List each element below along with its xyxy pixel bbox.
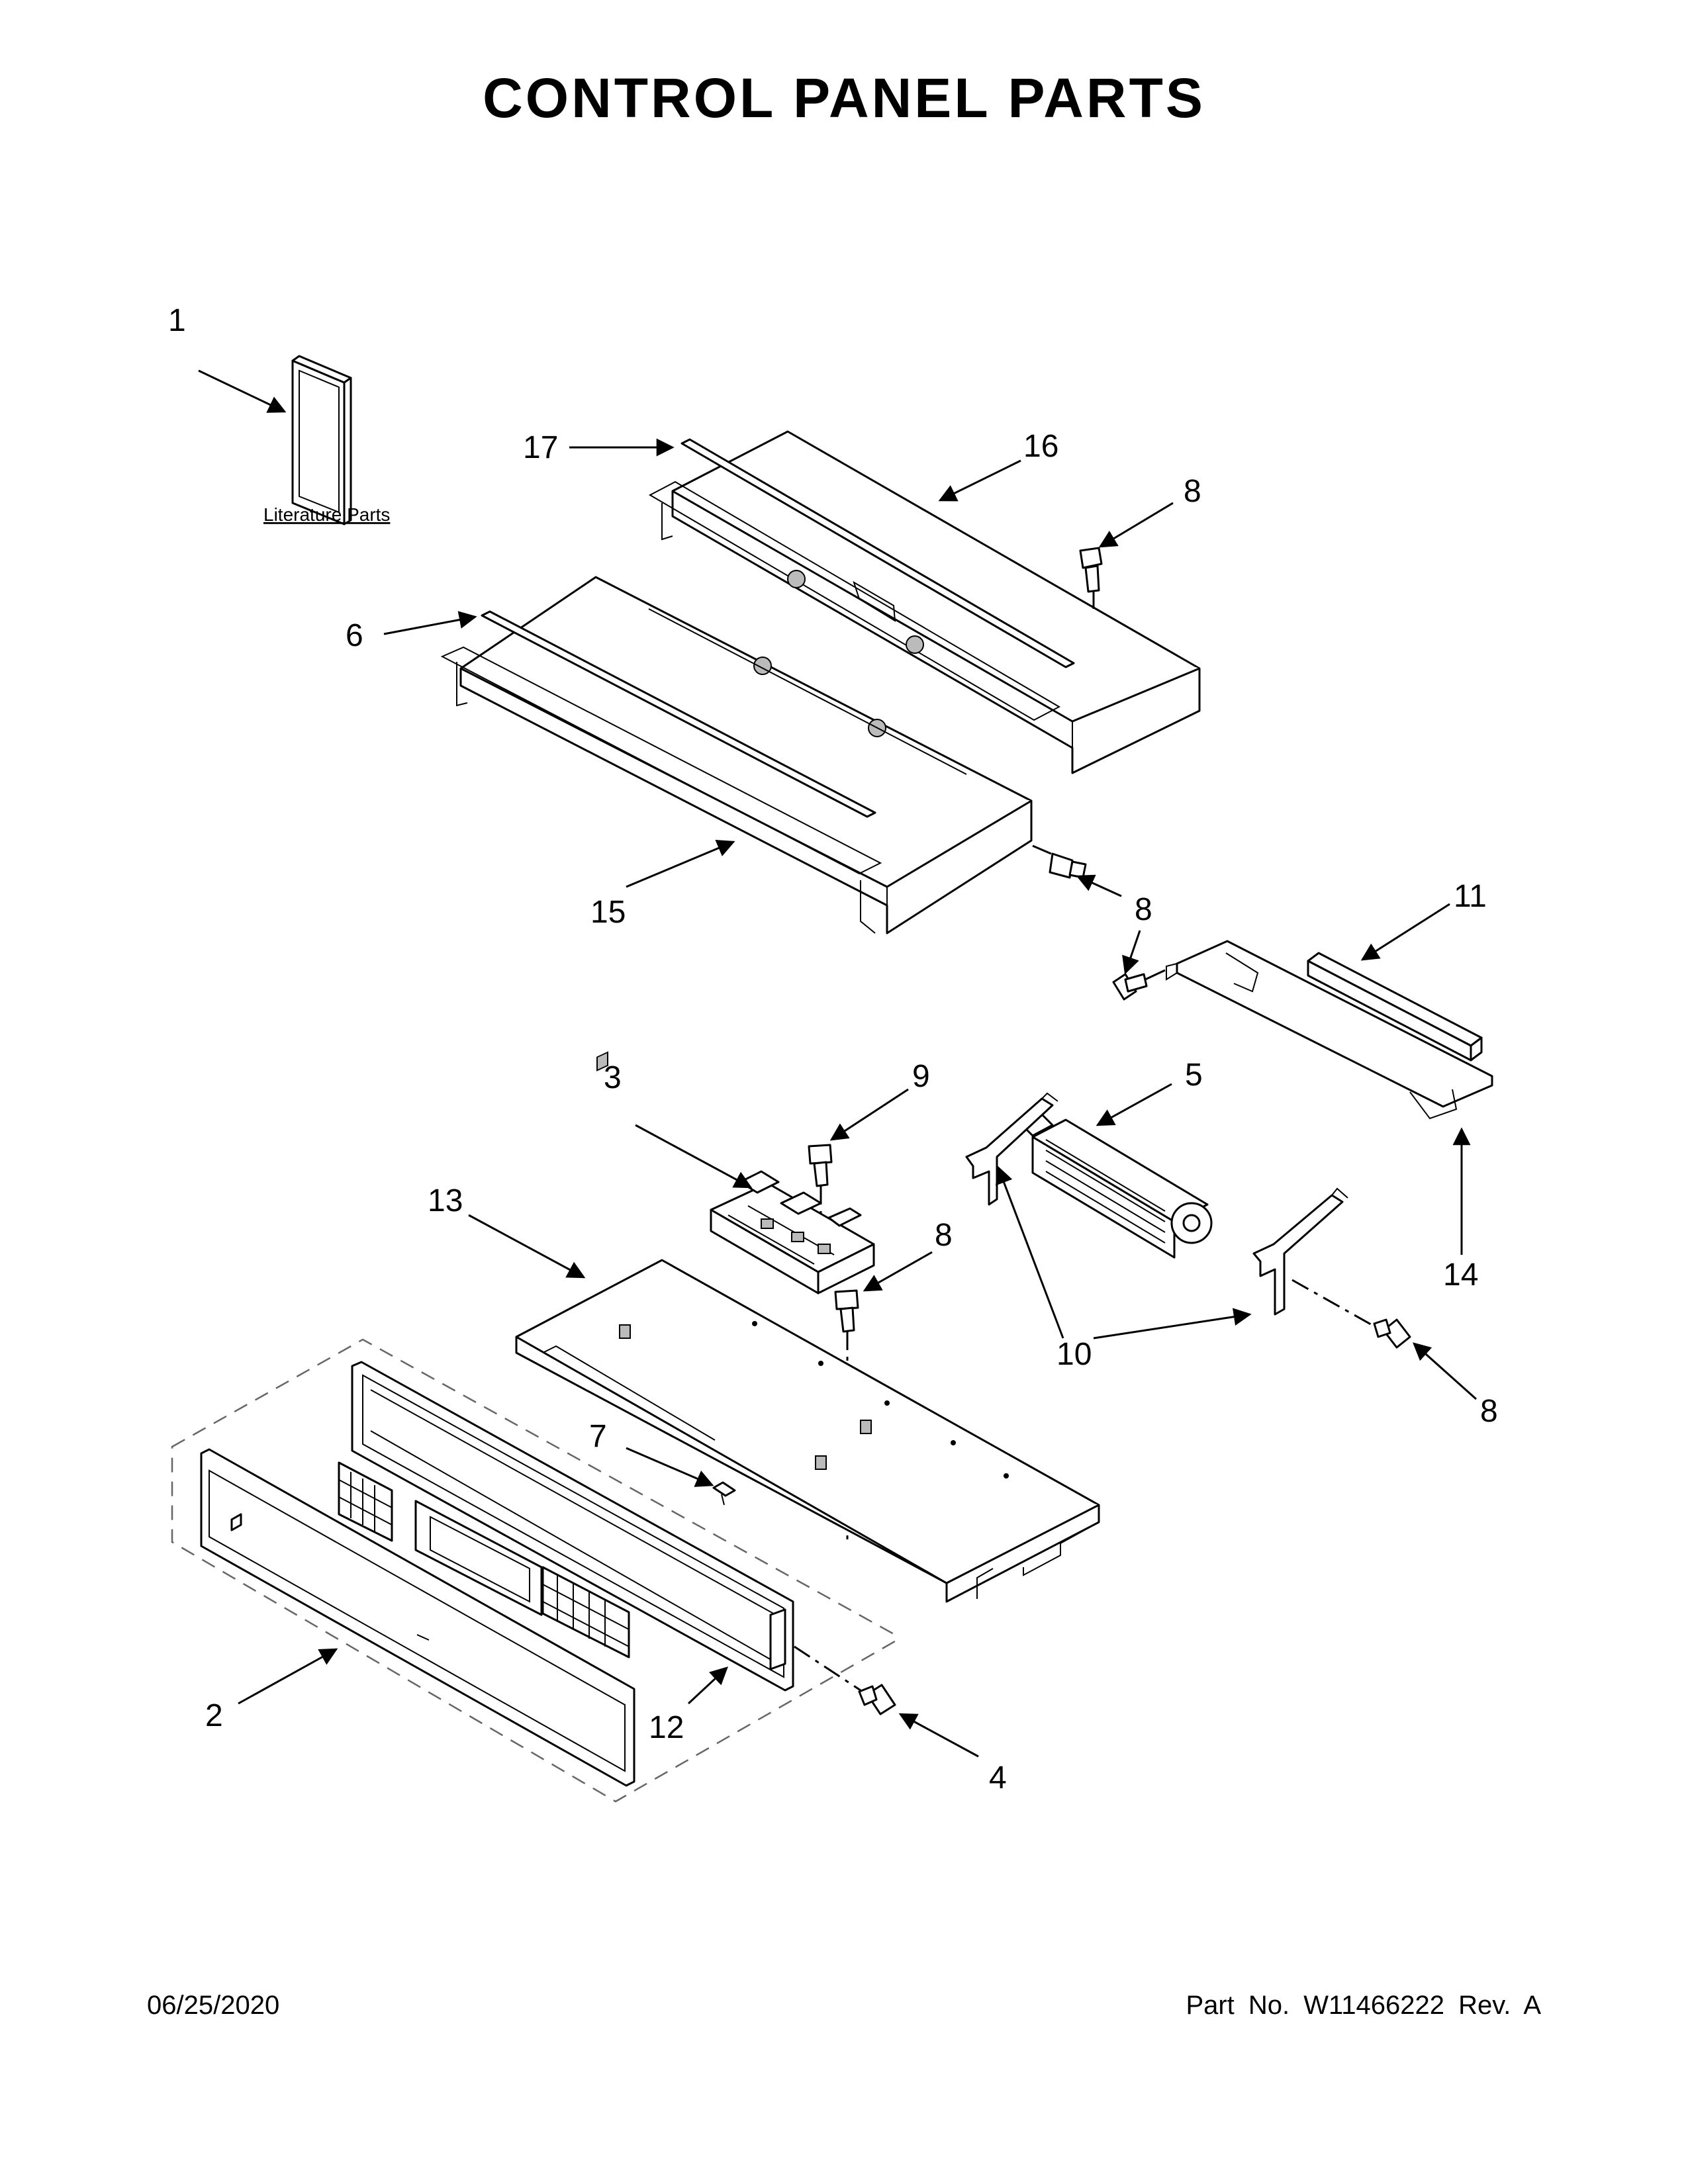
callout-6: 6: [346, 618, 363, 653]
callout-9: 9: [912, 1059, 930, 1094]
upper-trim-strip: [680, 438, 1075, 668]
screw-8-top: [1079, 547, 1103, 609]
screw-8-center: [834, 1289, 859, 1333]
callout-2: 2: [205, 1698, 223, 1733]
screw-8-right: [1373, 1318, 1411, 1349]
mounting-tray: [515, 1051, 1100, 1603]
assembly-group-outline: [171, 1338, 896, 1803]
page-title: CONTROL PANEL PARTS: [483, 67, 1205, 129]
screw-9: [808, 1144, 833, 1187]
insulation-strip: [1307, 952, 1483, 1062]
callout-1: 1: [168, 303, 186, 338]
mounting-bracket: [1166, 940, 1493, 1120]
callout-12: 12: [649, 1710, 684, 1745]
cooling-fan: [1021, 1113, 1213, 1259]
callout-17: 17: [523, 430, 558, 465]
callout-5: 5: [1185, 1058, 1203, 1093]
footer-date: 06/25/2020: [147, 1991, 280, 2020]
callout-8-center: 8: [935, 1218, 953, 1253]
side-bracket-right: [1252, 1187, 1348, 1316]
lower-panel-slot: [648, 608, 967, 775]
callout-7: 7: [589, 1419, 607, 1454]
callout-3: 3: [604, 1060, 622, 1095]
literature-booklet: [291, 355, 352, 525]
front-trim-panel: [200, 1448, 635, 1787]
callout-labels: 1 2 3 4 5 6 7 8 8 8 8 8 9 10 11 12 13 14…: [168, 303, 1498, 1796]
bracket-wire: [1145, 969, 1166, 981]
callout-8-mid: 8: [1135, 892, 1152, 927]
control-panel-frame: [351, 1361, 794, 1692]
assembly-line-8-right: [1291, 1279, 1375, 1328]
screw-4: [858, 1684, 896, 1715]
assembly-line-4: [794, 1645, 861, 1692]
callout-4: 4: [989, 1760, 1007, 1796]
callout-8-top: 8: [1184, 474, 1201, 509]
keypad-insert: [338, 1461, 630, 1659]
screw-8-mid: [1032, 844, 1087, 879]
side-bracket-left: [965, 1092, 1058, 1206]
lower-panel-cover: [440, 576, 1033, 934]
screw-8-bracket: [1112, 973, 1148, 1001]
literature-parts-label: Literature Parts: [263, 504, 390, 525]
callout-16: 16: [1023, 429, 1058, 464]
leader-lines: [198, 369, 1477, 1758]
callout-11: 11: [1454, 879, 1487, 914]
clip: [712, 1481, 736, 1506]
control-board: [710, 1170, 875, 1295]
callout-13: 13: [428, 1183, 463, 1218]
callout-10: 10: [1056, 1337, 1092, 1372]
lower-trim-strip: [481, 610, 876, 818]
callout-14: 14: [1443, 1257, 1478, 1293]
callout-15: 15: [590, 895, 626, 930]
footer-part-number: Part No. W11466222 Rev. A: [1186, 1991, 1541, 2020]
callout-8-right: 8: [1480, 1394, 1498, 1429]
